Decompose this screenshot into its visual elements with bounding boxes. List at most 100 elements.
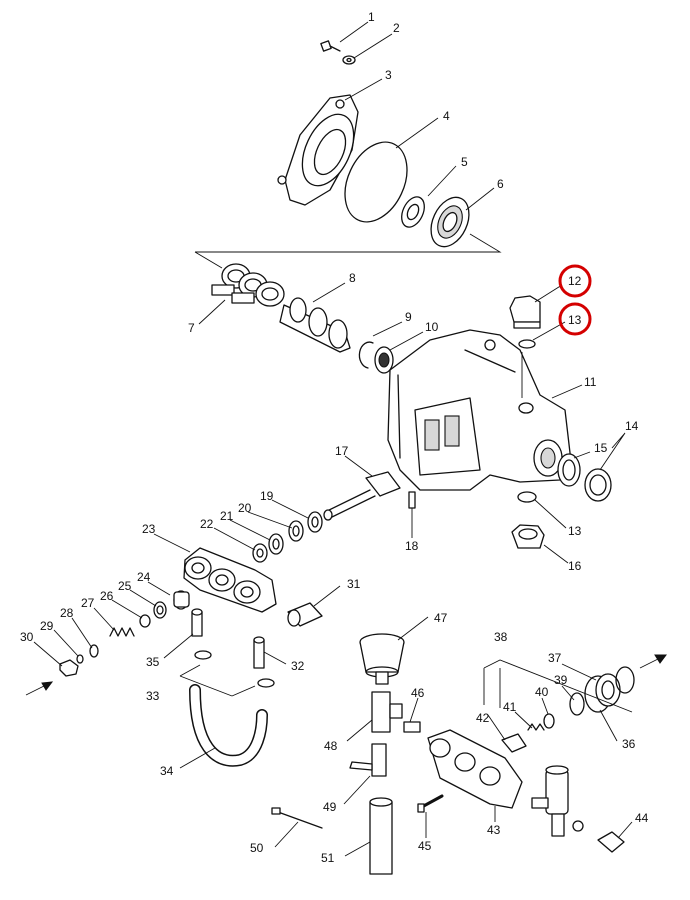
highlight-circle-13 bbox=[558, 302, 592, 336]
callout-26: 26 bbox=[100, 589, 114, 603]
part-36-o-ring bbox=[615, 666, 635, 694]
part-2-washer bbox=[342, 55, 356, 65]
callout-13-top: 13 bbox=[568, 313, 582, 327]
callout-49: 49 bbox=[323, 800, 337, 814]
callout-3: 3 bbox=[385, 68, 392, 82]
callout-14: 14 bbox=[625, 419, 639, 433]
callout-19: 19 bbox=[260, 489, 274, 503]
part-22-seal bbox=[252, 543, 268, 563]
callout-39: 39 bbox=[554, 673, 568, 687]
part-46-fitting bbox=[403, 721, 421, 733]
callout-43: 43 bbox=[487, 823, 501, 837]
callout-22: 22 bbox=[200, 517, 214, 531]
outlet-arrow-right bbox=[639, 654, 667, 669]
callout-11: 11 bbox=[584, 375, 597, 389]
part-17-plunger bbox=[323, 471, 401, 521]
highlight-circles bbox=[558, 264, 592, 336]
callout-32: 32 bbox=[291, 659, 305, 673]
part-3-cover bbox=[277, 94, 359, 206]
part-10-bearing bbox=[374, 346, 394, 374]
callout-51: 51 bbox=[321, 851, 335, 865]
callout-35: 35 bbox=[146, 655, 160, 669]
callout-17: 17 bbox=[335, 444, 349, 458]
part-1-screw bbox=[320, 40, 341, 52]
callout-40: 40 bbox=[535, 685, 549, 699]
part-6-bearing bbox=[430, 196, 470, 248]
part-24-valve-seat bbox=[173, 590, 190, 610]
part-9-snap-ring bbox=[358, 341, 374, 369]
callout-20: 20 bbox=[238, 501, 252, 515]
part-21-retainer bbox=[268, 533, 284, 555]
part-23-manifold bbox=[183, 547, 277, 613]
part-29-o-ring bbox=[76, 654, 84, 664]
leader-lines bbox=[33, 21, 633, 857]
callout-7: 7 bbox=[188, 321, 195, 335]
callout-23: 23 bbox=[142, 522, 156, 536]
part-4-o-ring bbox=[344, 141, 408, 223]
callout-29: 29 bbox=[40, 619, 54, 633]
part-45-bolt bbox=[417, 794, 444, 813]
part-7-connecting-rods bbox=[211, 263, 285, 307]
part-37-adaptor bbox=[584, 673, 621, 713]
callout-21: 21 bbox=[220, 509, 234, 523]
callout-12: 12 bbox=[568, 274, 582, 288]
callout-15: 15 bbox=[594, 441, 608, 455]
callout-5: 5 bbox=[461, 155, 468, 169]
part-14-plug bbox=[584, 468, 612, 502]
part-5-seal bbox=[401, 196, 425, 228]
part-11-crankcase bbox=[387, 329, 573, 491]
part-47-filter-bowl bbox=[359, 633, 405, 685]
callout-42: 42 bbox=[476, 711, 490, 725]
part-31-fitting bbox=[287, 602, 323, 627]
part-48-tee bbox=[371, 691, 403, 733]
callout-50: 50 bbox=[250, 841, 264, 855]
part-26-valve bbox=[139, 614, 151, 628]
callout-24: 24 bbox=[137, 570, 151, 584]
callout-28: 28 bbox=[60, 606, 74, 620]
part-12-oil-cap bbox=[509, 295, 541, 329]
inlet-arrow-left bbox=[25, 681, 54, 696]
bracket-38 bbox=[483, 659, 633, 713]
callout-45: 45 bbox=[418, 839, 432, 853]
part-18-pin bbox=[408, 491, 416, 509]
callout-34: 34 bbox=[160, 764, 174, 778]
part-13-o-ring-top bbox=[518, 339, 536, 349]
highlight-circle-12 bbox=[558, 264, 592, 298]
callout-36: 36 bbox=[622, 737, 636, 751]
part-49-valve bbox=[349, 743, 387, 777]
part-30-nut bbox=[59, 659, 79, 677]
part-32-nipple bbox=[253, 636, 265, 669]
callout-4: 4 bbox=[443, 109, 450, 123]
callout-labels: 1 2 3 4 5 6 7 8 9 10 11 12 13 13 14 15 1… bbox=[20, 10, 649, 865]
callout-8: 8 bbox=[349, 271, 356, 285]
callout-1: 1 bbox=[368, 10, 375, 24]
part-35-nipple bbox=[191, 608, 203, 637]
part-25-o-ring bbox=[153, 601, 167, 619]
callout-9: 9 bbox=[405, 310, 412, 324]
part-27-spring bbox=[109, 627, 135, 637]
part-50-cable-tie bbox=[271, 807, 323, 829]
callout-30: 30 bbox=[20, 630, 34, 644]
part-34-hose bbox=[189, 684, 268, 767]
part-8-crankshaft bbox=[279, 297, 351, 353]
callout-33: 33 bbox=[146, 689, 160, 703]
callout-2: 2 bbox=[393, 21, 400, 35]
part-13-o-ring-bottom bbox=[517, 491, 537, 503]
valve-assembly bbox=[531, 765, 584, 837]
callout-31: 31 bbox=[347, 577, 361, 591]
part-16-drain-plug bbox=[511, 524, 545, 549]
part-43-unloader-body bbox=[427, 729, 523, 809]
callout-46: 46 bbox=[411, 686, 425, 700]
part-19-seal bbox=[307, 511, 323, 533]
part-41-spring bbox=[527, 723, 545, 731]
callout-6: 6 bbox=[497, 177, 504, 191]
callout-38: 38 bbox=[494, 630, 508, 644]
callout-47: 47 bbox=[434, 611, 448, 625]
callout-25: 25 bbox=[118, 579, 132, 593]
callout-27: 27 bbox=[81, 596, 95, 610]
part-40-ring bbox=[543, 713, 555, 729]
callout-16: 16 bbox=[568, 559, 582, 573]
part-15-washer bbox=[557, 453, 581, 487]
callout-41: 41 bbox=[503, 700, 517, 714]
